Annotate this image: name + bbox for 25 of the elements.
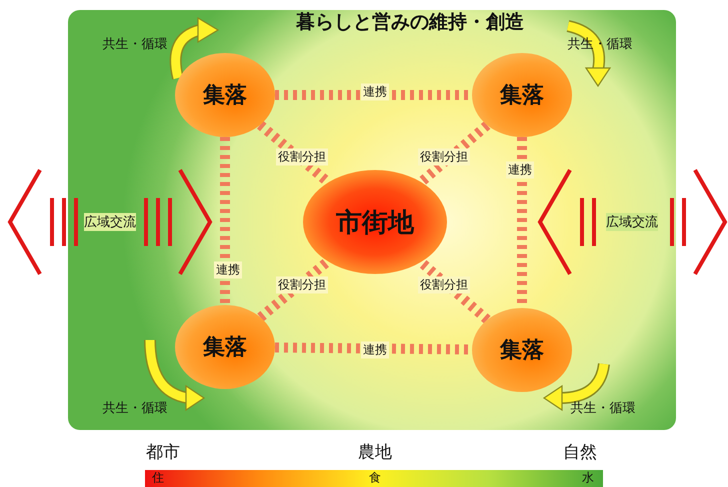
scale-label: 都市 [146, 442, 180, 464]
edge-label: 連携 [506, 162, 534, 178]
edge-label: 役割分担 [418, 276, 470, 294]
edge-label: 連携 [214, 262, 242, 278]
scale-mark-label: 食 [369, 470, 381, 486]
ladder-connector [220, 137, 230, 305]
title: 暮らしと営みの維持・創造 [296, 10, 524, 35]
edge-label: 連携 [361, 342, 389, 358]
cycle-label: 共生・循環 [102, 400, 168, 417]
ladder-connector [418, 258, 491, 324]
edge-label: 連携 [361, 84, 389, 100]
scale-mark-label: 住 [152, 470, 164, 486]
ladder-connector [418, 121, 490, 186]
edge-label: 役割分担 [276, 276, 328, 294]
cycle-label: 共生・循環 [568, 36, 632, 53]
cycle-label: 共生・循環 [570, 400, 636, 417]
ladder-connector [257, 257, 332, 322]
exchange-label: 広域交流 [606, 213, 658, 231]
edge-label: 役割分担 [276, 148, 328, 166]
scale-label: 自然 [563, 442, 597, 464]
cycle-label: 共生・循環 [102, 36, 168, 53]
scale-mark-label: 水 [582, 470, 594, 486]
edge-label: 役割分担 [418, 148, 470, 166]
exchange-label: 広域交流 [84, 213, 136, 231]
scale-label: 農地 [358, 442, 392, 464]
